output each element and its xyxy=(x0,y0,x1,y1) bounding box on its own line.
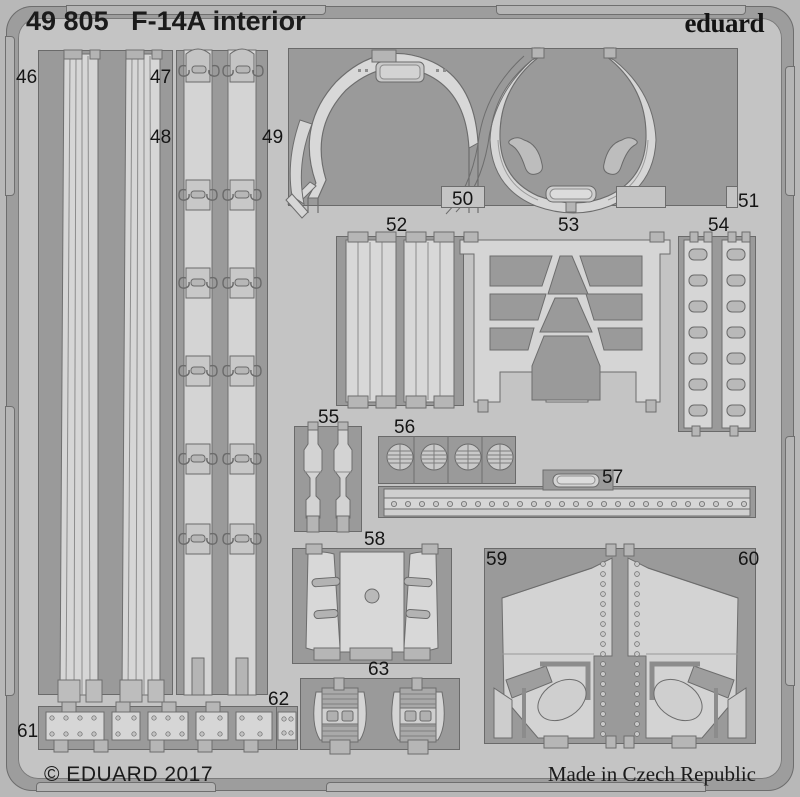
brand-logo: eduard xyxy=(684,8,764,38)
part-46-straps xyxy=(59,49,163,696)
part-55-carrier xyxy=(294,426,362,532)
edge-tab xyxy=(326,782,706,792)
part-label-62: 62 xyxy=(268,689,290,710)
part-57-riveted-strip xyxy=(383,488,751,517)
part-label-52: 52 xyxy=(386,215,408,236)
part-label-56: 56 xyxy=(394,417,416,438)
edge-tab xyxy=(36,782,216,792)
part-48-49-straps xyxy=(178,48,264,696)
part-50-notch xyxy=(441,186,485,208)
part-53-shroud xyxy=(459,231,671,413)
page-title: 49 805 F-14A interior xyxy=(26,6,306,36)
part-label-57: 57 xyxy=(602,467,624,488)
part-label-46: 46 xyxy=(16,67,38,88)
part-label-50: 50 xyxy=(452,189,474,210)
part-54-strips xyxy=(683,231,751,437)
part-58-seat-panel xyxy=(305,543,439,661)
part-label-59: 59 xyxy=(486,549,508,570)
part-label-48: 48 xyxy=(150,127,172,148)
part-label-47: 47 xyxy=(150,67,172,88)
part-label-54: 54 xyxy=(708,215,730,236)
part-56-grilles xyxy=(386,436,514,484)
part-label-55: 55 xyxy=(318,407,340,428)
part-62-bracket xyxy=(277,711,297,741)
part-label-63: 63 xyxy=(368,659,390,680)
edge-tab xyxy=(5,406,15,696)
part-59-console-left xyxy=(490,543,747,749)
part-46-47-bottom-tabs xyxy=(57,679,165,703)
edge-tab xyxy=(785,66,795,196)
edge-tab xyxy=(66,5,326,15)
part-label-51: 51 xyxy=(738,191,760,212)
origin-notice: Made in Czech Republic xyxy=(547,762,756,786)
part-label-53: 53 xyxy=(558,215,580,236)
edge-tab xyxy=(785,436,795,686)
part-51-notch xyxy=(726,186,738,208)
canopy-bridge-tab xyxy=(616,186,666,208)
part-63-rudder-pedals xyxy=(313,677,445,755)
part-53-rail-tail xyxy=(285,119,313,219)
part-61-plates xyxy=(45,701,273,753)
part-label-61: 61 xyxy=(17,721,39,742)
part-57-grab-handle xyxy=(542,469,614,491)
part-55-linkages xyxy=(303,421,353,533)
part-label-60: 60 xyxy=(738,549,760,570)
copyright-notice: © EDUARD 2017 xyxy=(44,763,214,786)
part-label-58: 58 xyxy=(364,529,386,550)
part-52-strips xyxy=(345,231,455,409)
part-label-49: 49 xyxy=(262,127,284,148)
edge-tab xyxy=(5,36,15,196)
edge-tab xyxy=(496,5,746,15)
